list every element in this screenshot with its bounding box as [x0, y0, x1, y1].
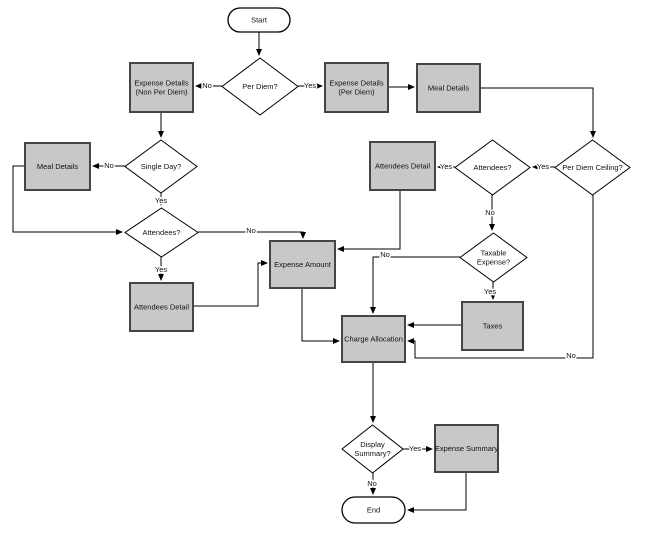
- edge-label-taxable-expense-to-charge-allocation: No: [380, 250, 390, 259]
- node-label-attendees-detail-right: Attendees Detail: [375, 162, 430, 171]
- edge-attendees-left-to-expense-amount: [198, 231, 306, 239]
- node-start: [227, 7, 291, 33]
- node-end: [341, 496, 406, 524]
- edge-label-per-diem-ceiling-to-charge-allocation: No: [566, 351, 576, 360]
- edge-label-per-diem-to-expense-details-non-per-diem: No: [202, 81, 212, 90]
- edge-attendees-detail-left-to-expense-amount: [193, 260, 268, 307]
- node-expense-details-non-per-diem: [129, 62, 194, 113]
- edge-label-attendees-right-to-taxable-expense: No: [485, 208, 495, 217]
- node-label-attendees-left: Attendees?: [143, 228, 181, 237]
- edge-label-attendees-left-to-attendees-detail-left: Yes: [155, 265, 167, 274]
- node-per-diem-ceiling: [554, 139, 631, 196]
- node-expense-details-per-diem: [324, 62, 389, 113]
- node-charge-allocation: [341, 315, 406, 363]
- node-label-charge-allocation: Charge Allocation: [344, 335, 403, 344]
- node-meal-details-right: [416, 63, 481, 113]
- edge-meal-details-right-to-per-diem-ceiling: [480, 87, 596, 138]
- node-label-per-diem: Per Diem?: [242, 82, 277, 91]
- node-label-single-day: Single Day?: [141, 162, 181, 171]
- node-attendees-detail-right: [369, 141, 436, 191]
- node-label-per-diem-ceiling: Per Diem Ceiling?: [562, 163, 622, 172]
- edge-label-attendees-left-to-expense-amount: No: [246, 226, 256, 235]
- node-taxable-expense: [459, 232, 528, 283]
- edge-label-per-diem-ceiling-to-attendees-right: Yes: [537, 162, 549, 171]
- node-attendees-detail-left: [129, 282, 194, 332]
- edge-taxable-expense-to-charge-allocation: [370, 256, 460, 314]
- node-expense-amount: [269, 240, 336, 289]
- edge-per-diem-ceiling-to-charge-allocation: [407, 195, 594, 359]
- node-per-diem: [221, 57, 299, 116]
- node-expense-summary: [434, 424, 499, 473]
- node-meal-details-left: [24, 142, 91, 191]
- edge-label-display-summary-to-expense-summary: Yes: [409, 444, 421, 453]
- node-taxes: [461, 301, 524, 351]
- edge-expense-amount-to-charge-allocation: [301, 288, 340, 344]
- edge-expense-summary-to-end: [407, 472, 467, 513]
- node-label-attendees-detail-left: Attendees Detail: [134, 303, 189, 312]
- node-attendees-right: [454, 139, 531, 196]
- edge-meal-details-left-to-attendees-left: [12, 165, 123, 235]
- node-label-expense-details-non-per-diem: Expense Details(Non Per Diem): [134, 79, 188, 97]
- edge-label-single-day-to-attendees-left: Yes: [155, 196, 167, 205]
- node-single-day: [124, 139, 198, 194]
- node-display-summary: [341, 424, 404, 474]
- node-label-start: Start: [251, 16, 268, 25]
- node-label-attendees-right: Attendees?: [474, 163, 512, 172]
- edge-label-per-diem-to-expense-details-per-diem: Yes: [304, 81, 316, 90]
- node-label-meal-details-left: Meal Details: [37, 162, 79, 171]
- node-attendees-left: [124, 207, 199, 258]
- edge-label-display-summary-to-end: No: [367, 479, 377, 488]
- edge-label-single-day-to-meal-details-left: No: [104, 161, 114, 170]
- node-label-expense-details-per-diem: Expense Details(Per Diem): [329, 79, 383, 97]
- edge-label-attendees-right-to-attendees-detail-right: Yes: [440, 162, 452, 171]
- node-label-expense-amount: Expense Amount: [274, 260, 332, 269]
- node-label-expense-summary: Expense Summary: [435, 444, 499, 453]
- edge-attendees-detail-right-to-expense-amount: [337, 190, 401, 252]
- node-label-end: End: [367, 506, 380, 515]
- edge-label-taxable-expense-to-taxes: Yes: [484, 287, 496, 296]
- node-label-taxes: Taxes: [483, 322, 503, 331]
- node-label-meal-details-right: Meal Details: [428, 84, 470, 93]
